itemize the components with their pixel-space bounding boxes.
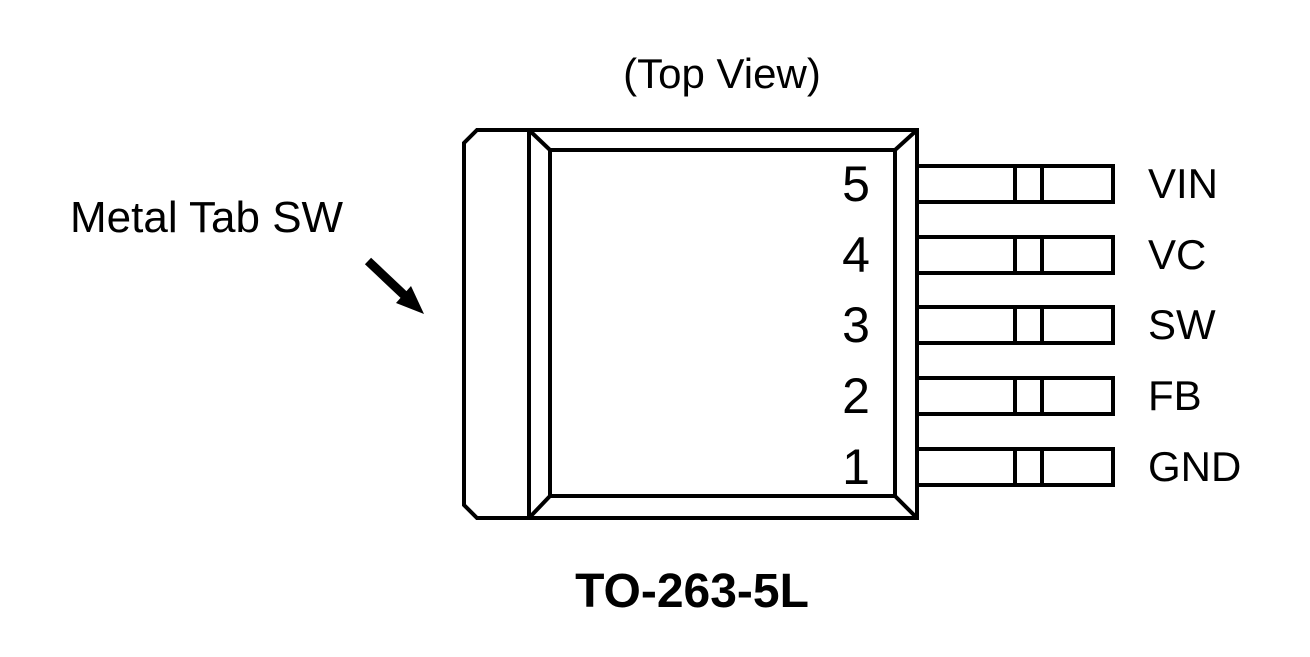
pin-name-gnd: GND (1148, 443, 1242, 490)
bevel-top-right (893, 128, 919, 152)
pin-lead-1 (915, 447, 1115, 487)
package-name-label: TO-263-5L (575, 565, 809, 618)
pin-name-fb: FB (1148, 372, 1202, 419)
pin-number-5: 5 (842, 156, 870, 212)
pin-number-1: 1 (842, 439, 870, 495)
package-body-inner (548, 148, 897, 498)
pin-lead-4 (915, 235, 1115, 275)
package-body (527, 128, 919, 520)
pin-number-3: 3 (842, 297, 870, 353)
pin-name-vin: VIN (1148, 160, 1219, 207)
top-view-label: (Top View) (623, 50, 821, 97)
pin-name-sw: SW (1148, 301, 1216, 348)
metal-tab-label: Metal Tab SW (70, 193, 344, 242)
pin-name-vc: VC (1148, 231, 1207, 278)
pin-leads (915, 164, 1115, 487)
pin-number-2: 2 (842, 368, 870, 424)
tab-pointer-arrow-icon (364, 257, 424, 314)
pin-lead-3 (915, 305, 1115, 345)
bevel-bottom-left (527, 494, 552, 520)
pin-lead-2 (915, 376, 1115, 416)
pin-number-4: 4 (842, 227, 870, 283)
bevel-top-left (527, 128, 552, 152)
bevel-bottom-right (893, 494, 919, 520)
metal-tab-outline (462, 128, 531, 520)
pin-lead-5 (915, 164, 1115, 204)
metal-tab (462, 128, 531, 520)
